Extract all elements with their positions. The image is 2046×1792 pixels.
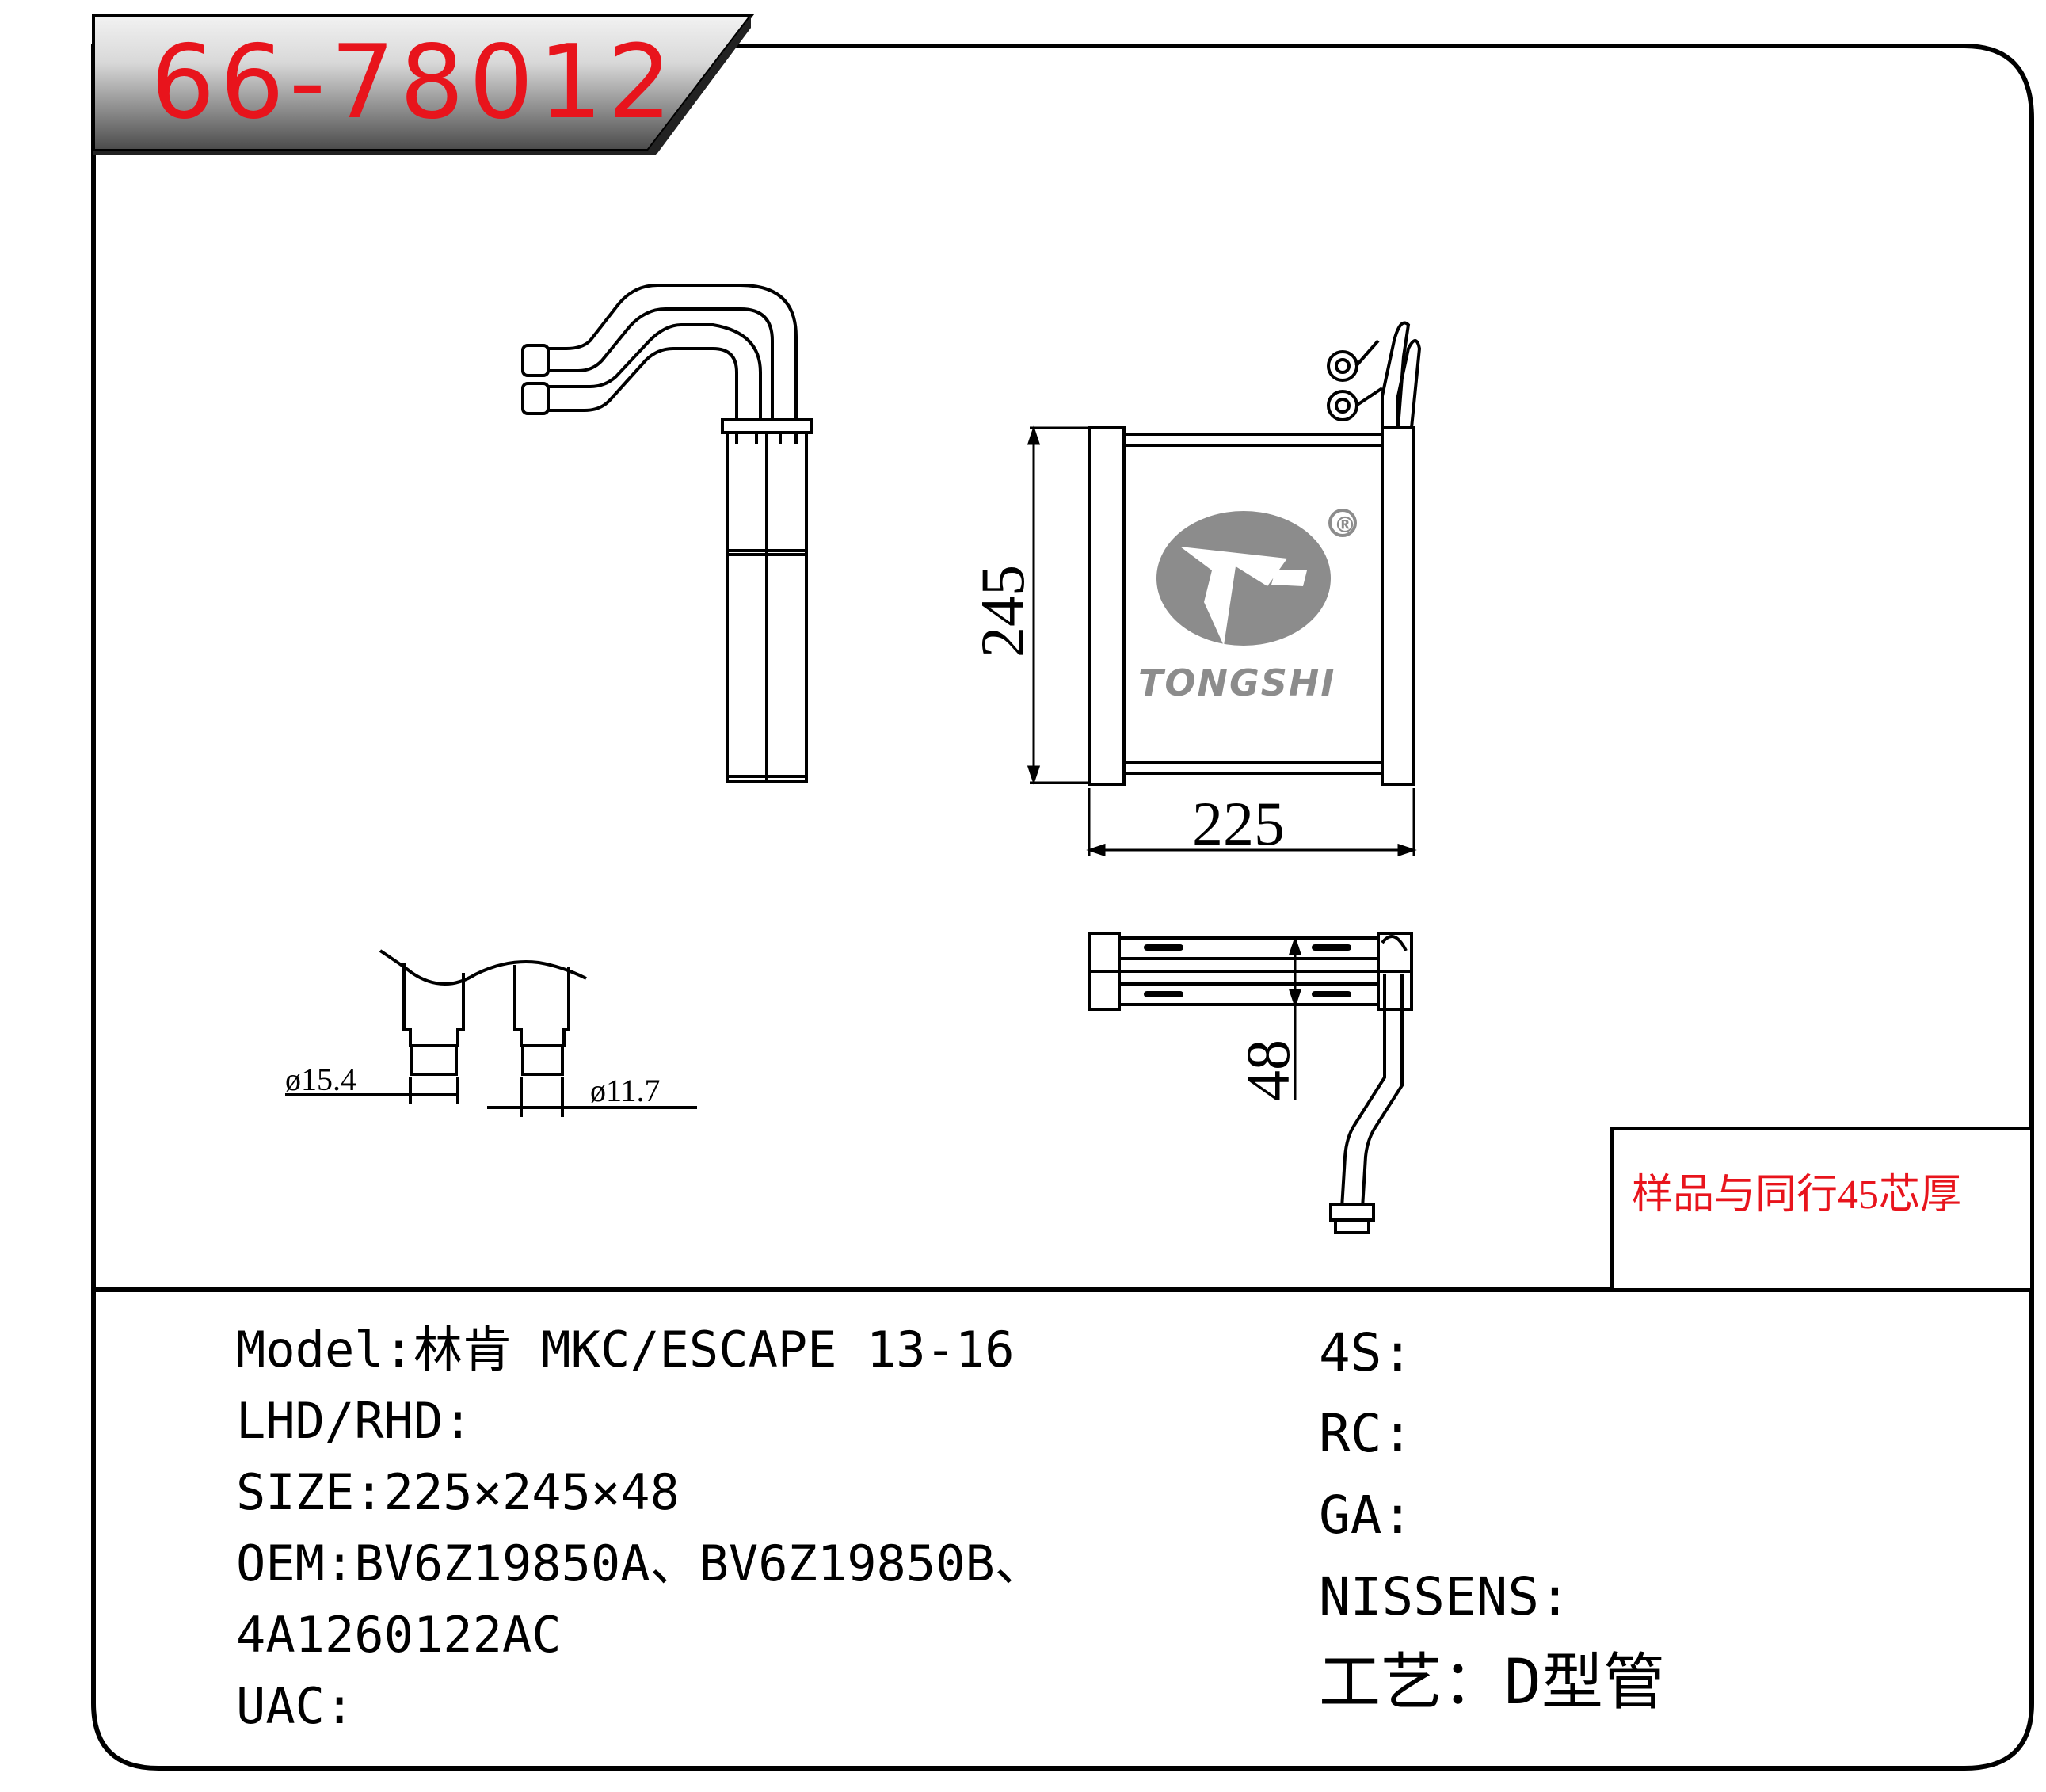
- part-number: 66-78012: [150, 24, 676, 142]
- height-value: 245: [968, 565, 1037, 658]
- outer-frame: [91, 44, 2034, 1771]
- spec-oem-line2: 4A1260122AC: [236, 1606, 562, 1664]
- width-value: 225: [1192, 789, 1285, 858]
- spec-uac: UAC:: [236, 1677, 354, 1735]
- reference-list: 4S: RC: GA: NISSENS: 工艺：D型管: [1319, 1322, 1665, 1718]
- ref-process: 工艺：D型管: [1319, 1647, 1665, 1718]
- brand-name: TONGSHI: [1138, 662, 1335, 704]
- spec-oem-line1: OEM:BV6Z19850A、BV6Z19850B、: [236, 1535, 1044, 1592]
- height-dimension: [1027, 425, 1089, 785]
- width-dimension: [1086, 788, 1417, 857]
- heater-core-top-view: [1088, 932, 1413, 1234]
- registered-mark: ®: [1334, 512, 1356, 538]
- depth-value: 48: [1233, 1039, 1302, 1101]
- heater-core-side-view: [521, 284, 813, 783]
- spec-size: SIZE:225×245×48: [236, 1463, 680, 1521]
- spec-lhd-rhd: LHD/RHD:: [236, 1392, 473, 1450]
- part-number-banner: 66-78012: [92, 14, 755, 155]
- pipe-detail-view: [285, 949, 697, 1117]
- sample-note-box: [1610, 1127, 2033, 1291]
- spec-model: Model:林肯 MKC/ESCAPE 13-16: [236, 1321, 1015, 1378]
- spec-list: Model:林肯 MKC/ESCAPE 13-16 LHD/RHD: SIZE:…: [236, 1321, 1044, 1735]
- depth-dimension: [1288, 936, 1302, 1100]
- ref-ga: GA:: [1319, 1485, 1413, 1546]
- ref-4s: 4S:: [1319, 1322, 1413, 1383]
- inlet-diameter: ø15.4: [285, 1062, 356, 1097]
- ref-nissens: NISSENS:: [1319, 1566, 1571, 1627]
- outlet-diameter: ø11.7: [590, 1073, 661, 1108]
- ref-rc: RC:: [1319, 1403, 1413, 1464]
- sample-note: 样品与同行45芯厚: [1632, 1172, 1961, 1218]
- tongshi-logo: TONGSHI ®: [1138, 509, 1357, 704]
